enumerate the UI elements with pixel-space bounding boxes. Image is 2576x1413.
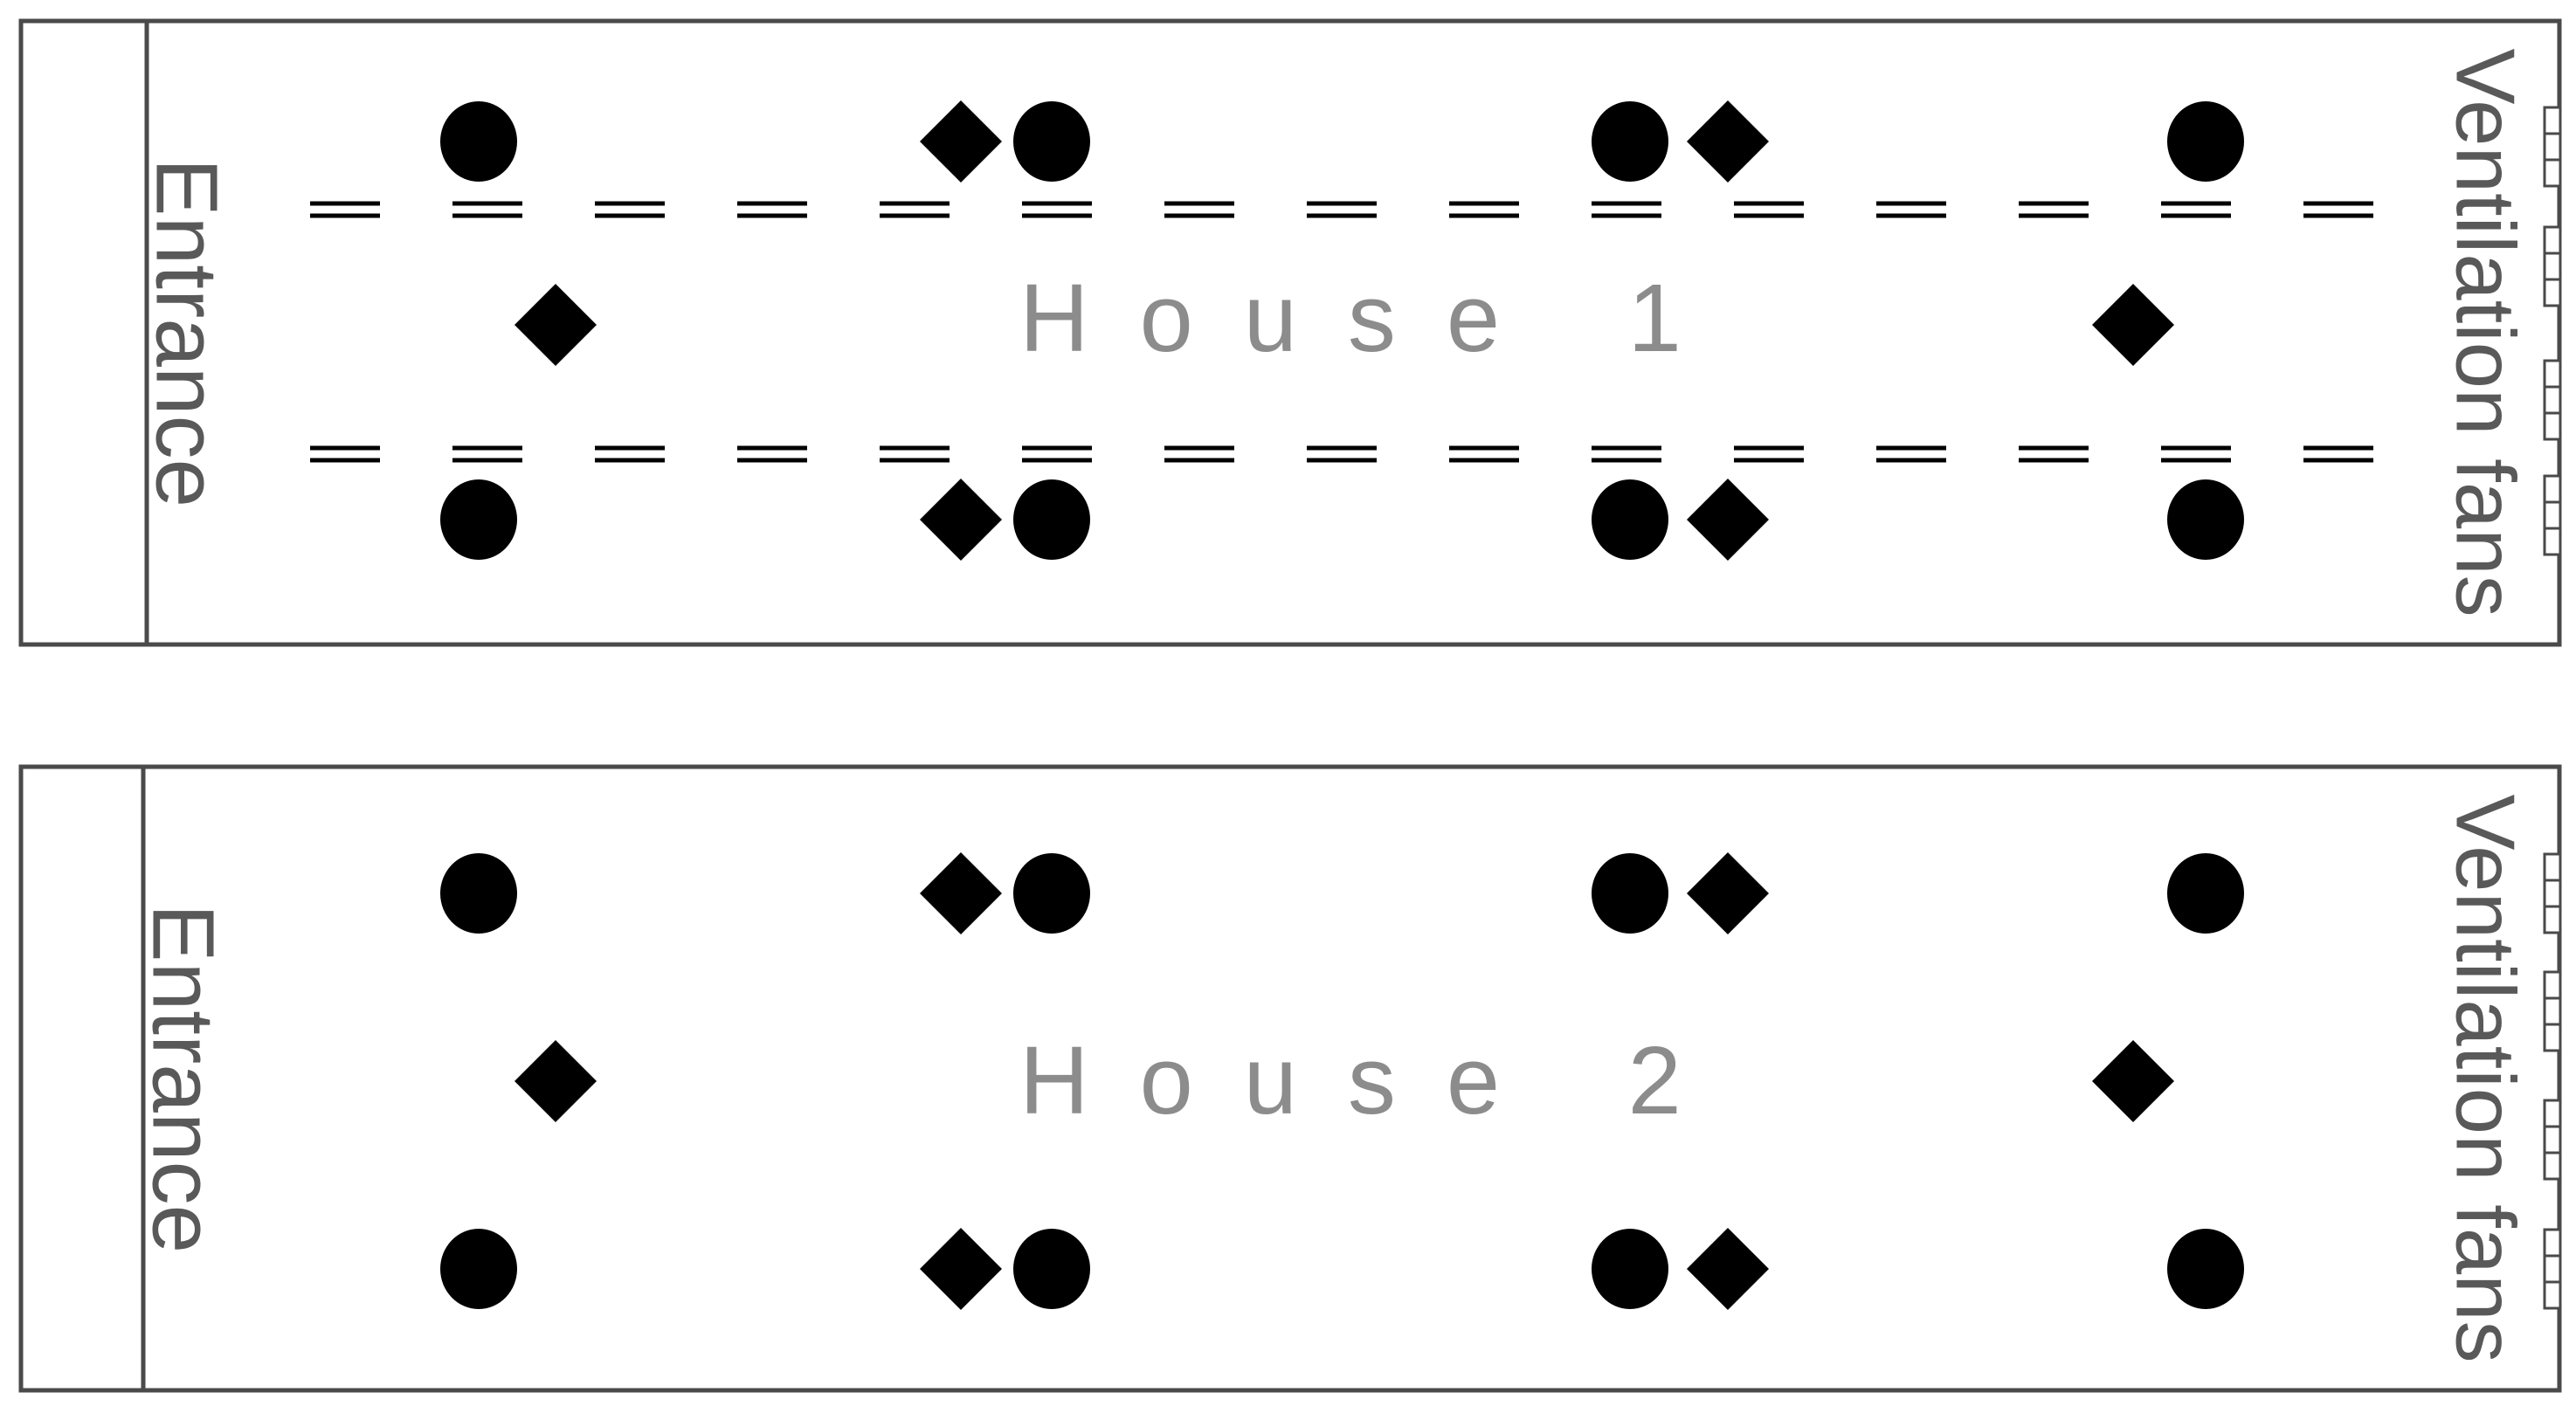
house-1-diamond-marker xyxy=(515,284,597,366)
house-2-diamond-marker xyxy=(1687,1228,1769,1310)
house-1-circle-marker xyxy=(440,101,517,182)
house-1: Entrance House 1 Ventilation fans xyxy=(18,18,2562,647)
house-1-fan xyxy=(2543,359,2562,441)
house-2-fan xyxy=(2543,852,2562,934)
house-1-entrance-label: Entrance xyxy=(138,158,236,507)
house-2-circle-marker xyxy=(440,1229,517,1309)
house-1-outline xyxy=(18,18,2562,647)
house-1-circle-marker xyxy=(1013,479,1090,560)
house-1-circle-marker xyxy=(440,479,517,560)
house-1-markers xyxy=(440,100,2244,561)
house-1-circle-marker xyxy=(2167,101,2244,182)
house-1-circle-marker xyxy=(1592,101,1668,182)
house-1-circle-marker xyxy=(2167,479,2244,560)
house-2-diamond-marker xyxy=(515,1040,597,1122)
house-2-diamond-marker xyxy=(920,852,1002,934)
house-2-diamond-marker xyxy=(1687,852,1769,934)
house-1-fans-label: Ventilation fans xyxy=(2439,48,2532,617)
house-2-circle-marker xyxy=(2167,853,2244,934)
house-1-fan xyxy=(2543,474,2562,556)
house-2-diamond-marker xyxy=(2092,1040,2174,1122)
house-2-fan xyxy=(2543,970,2562,1052)
house-1-fan xyxy=(2543,225,2562,307)
house-2-fan xyxy=(2543,1099,2562,1181)
house-2-markers xyxy=(440,852,2244,1310)
house-1-diamond-marker xyxy=(1687,100,1769,183)
house-2-entrance-label: Entrance xyxy=(135,904,232,1253)
house-2-outline xyxy=(18,764,2562,1393)
house-2-circle-marker xyxy=(1592,1229,1668,1309)
house-1-diamond-marker xyxy=(920,100,1002,183)
house-1-fans xyxy=(2543,106,2562,556)
house-2-circle-marker xyxy=(1592,853,1668,934)
house-1-title: House 1 xyxy=(1019,265,1732,372)
house-1-circle-marker xyxy=(1013,101,1090,182)
house-2-fans-label: Ventilation fans xyxy=(2439,794,2532,1362)
house-2-fan xyxy=(2543,1228,2562,1310)
house-2: Entrance House 2 Ventilation fans xyxy=(18,764,2562,1393)
house-1-diamond-marker xyxy=(2092,284,2174,366)
house-1-fan xyxy=(2543,106,2562,188)
house-2-circle-marker xyxy=(1013,1229,1090,1309)
house-1-line-row-top xyxy=(310,201,2373,218)
house-2-circle-marker xyxy=(1013,853,1090,934)
house-1-circle-marker xyxy=(1592,479,1668,560)
house-1-diamond-marker xyxy=(1687,479,1769,561)
house-2-title: House 2 xyxy=(1019,1027,1732,1134)
house-2-fans xyxy=(2543,852,2562,1310)
house-1-diamond-marker xyxy=(920,479,1002,561)
house-2-diamond-marker xyxy=(920,1228,1002,1310)
house-2-circle-marker xyxy=(2167,1229,2244,1309)
house-1-line-row-bottom xyxy=(310,445,2373,463)
house-2-circle-marker xyxy=(440,853,517,934)
